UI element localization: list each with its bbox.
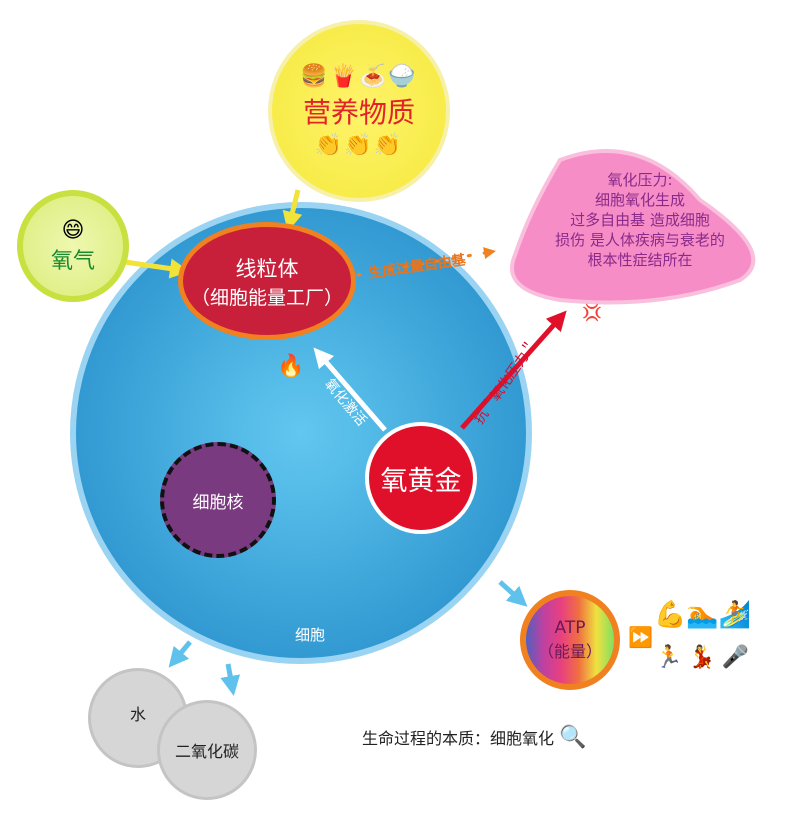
oxidative-stress-callout-shape — [510, 149, 756, 305]
magnifier-icon: 🔍 — [559, 725, 587, 750]
nucleus-label: 细胞核 — [192, 492, 244, 513]
activation-arrow — [313, 347, 387, 432]
food-icons: 🍔🍟🍝🍚 — [300, 64, 418, 89]
caption-text: 生命过程的本质：细胞氧化 — [362, 729, 555, 748]
nutrient-arrow — [282, 189, 303, 232]
water-label: 水 — [129, 705, 146, 724]
anger-icon: 💢 — [582, 303, 602, 322]
fast-forward-icon: ⏩ — [628, 625, 653, 649]
nutrients-circle: 🍔🍟🍝🍚 营养物质 👏👏👏 — [268, 20, 450, 202]
fire-icon: 🔥 — [277, 354, 305, 379]
atp-circle: ATP （能量） — [520, 590, 620, 690]
free-radical-arrow — [356, 247, 496, 277]
oxygen-label: 氧气 — [50, 248, 95, 274]
cell-label: 细胞 — [295, 626, 326, 644]
stress-line: 损伤 是人体疾病与衰老的 — [555, 231, 725, 249]
caption: 生命过程的本质：细胞氧化 🔍 — [362, 725, 587, 750]
nutrients-label: 营养物质 — [302, 96, 415, 129]
atp-arrow — [498, 580, 528, 607]
smile-icon: 😄 — [61, 217, 85, 243]
clap-icons: 👏👏👏 — [314, 133, 404, 158]
mitochondria: 线粒体 （细胞能量工厂） — [178, 222, 356, 340]
co2-circle: 二氧化碳 — [157, 700, 257, 800]
stress-line: 细胞氧化生成 — [594, 191, 685, 209]
water-arrow — [168, 640, 192, 668]
atp-sublabel: （能量） — [537, 642, 602, 661]
oxidative-stress-text: 氧化压力: 细胞氧化生成 过多自由基 造成细胞 损伤 是人体疾病与衰老的 根本性… — [520, 170, 760, 270]
stress-line: 根本性症结所在 — [587, 251, 693, 269]
co2-label: 二氧化碳 — [174, 742, 239, 761]
atp-label: ATP — [554, 618, 586, 638]
oxygen-circle: 😄 氧气 — [17, 190, 129, 302]
oxygen-arrow — [124, 258, 190, 279]
stress-line: 氧化压力: — [607, 171, 673, 189]
mitochondria-sublabel: （细胞能量工厂） — [190, 286, 343, 309]
stress-line: 过多自由基 造成细胞 — [570, 211, 710, 229]
oxygold[interactable]: 氧黄金 — [365, 422, 477, 534]
nucleus: 细胞核 — [160, 442, 276, 558]
co2-arrow — [220, 663, 241, 696]
activity-icons-row1: 💪🏊🏄 — [654, 600, 752, 630]
mitochondria-label: 线粒体 — [235, 256, 299, 281]
oxygold-label: 氧黄金 — [380, 465, 462, 497]
anti-stress-arrow — [460, 310, 567, 430]
activity-icons-row2: 🏃💃🎤 — [655, 645, 756, 670]
